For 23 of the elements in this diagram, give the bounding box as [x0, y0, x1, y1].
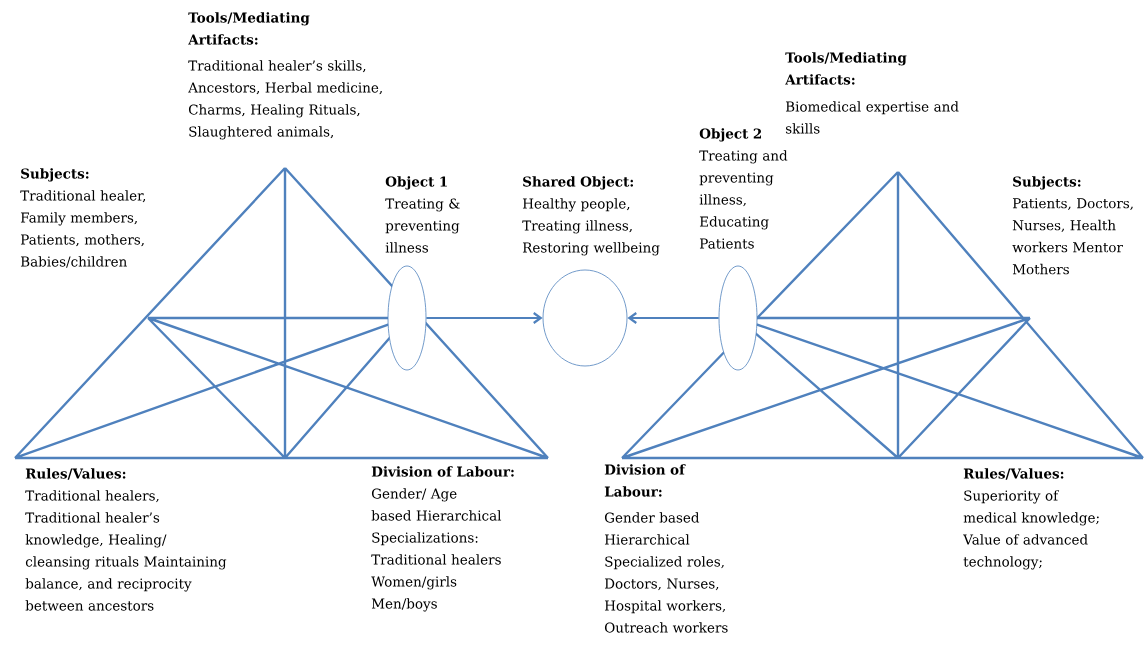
component-heading: Tools/Mediating Artifacts:	[188, 12, 310, 45]
component-description: Traditional healers, Traditional healer’s knowledge, Healing/ cleansing rituals Maintaining balance, and reciprocity between ancestors	[25, 490, 227, 611]
component-description: Patients, Doctors, Nurses, Health workers Mentor Mothers	[1012, 198, 1133, 275]
component-heading: Division of Labour:	[604, 464, 686, 497]
component-heading: Subjects:	[1013, 176, 1081, 190]
object-description: Healthy people, Treating illness, Restoring wellbeing	[522, 198, 660, 256]
object-heading: Object 1	[385, 176, 447, 190]
object-description: Treating and preventing illness, Educating Patients	[699, 150, 788, 249]
arrow	[426, 312, 543, 324]
component-description: Traditional healer’s skills, Ancestors, Herbal medicine, Charms, Healing Rituals, Slaughtered animals,	[188, 60, 382, 140]
object-heading: Object 2	[699, 128, 761, 142]
arrow	[627, 312, 719, 324]
component-description: Division of Labour: Gender/ Age based Hierarchical Specializations: Traditional healers Women/girls Men/boys	[371, 466, 514, 612]
component-heading: Rules/Values:	[963, 468, 1064, 480]
component-heading: Rules/Values:	[25, 468, 126, 480]
component-description: Biomedical expertise and skills	[785, 101, 959, 134]
component-description: Gender based Hierarchical Specialized roles, Doctors, Nurses, Hospital workers, Outreach workers	[604, 512, 728, 633]
component-heading: Tools/Mediating Artifacts:	[785, 52, 907, 85]
object-description: Treating & preventing illness	[385, 198, 460, 253]
component-description: Superiority of medical knowledge; Value of advanced technology;	[963, 490, 1099, 570]
component-heading: Subjects:	[21, 168, 89, 182]
object-heading: Shared Object:	[523, 176, 633, 190]
component-description: Traditional healer, Family members, Patients, mothers, Babies/children	[20, 190, 146, 268]
